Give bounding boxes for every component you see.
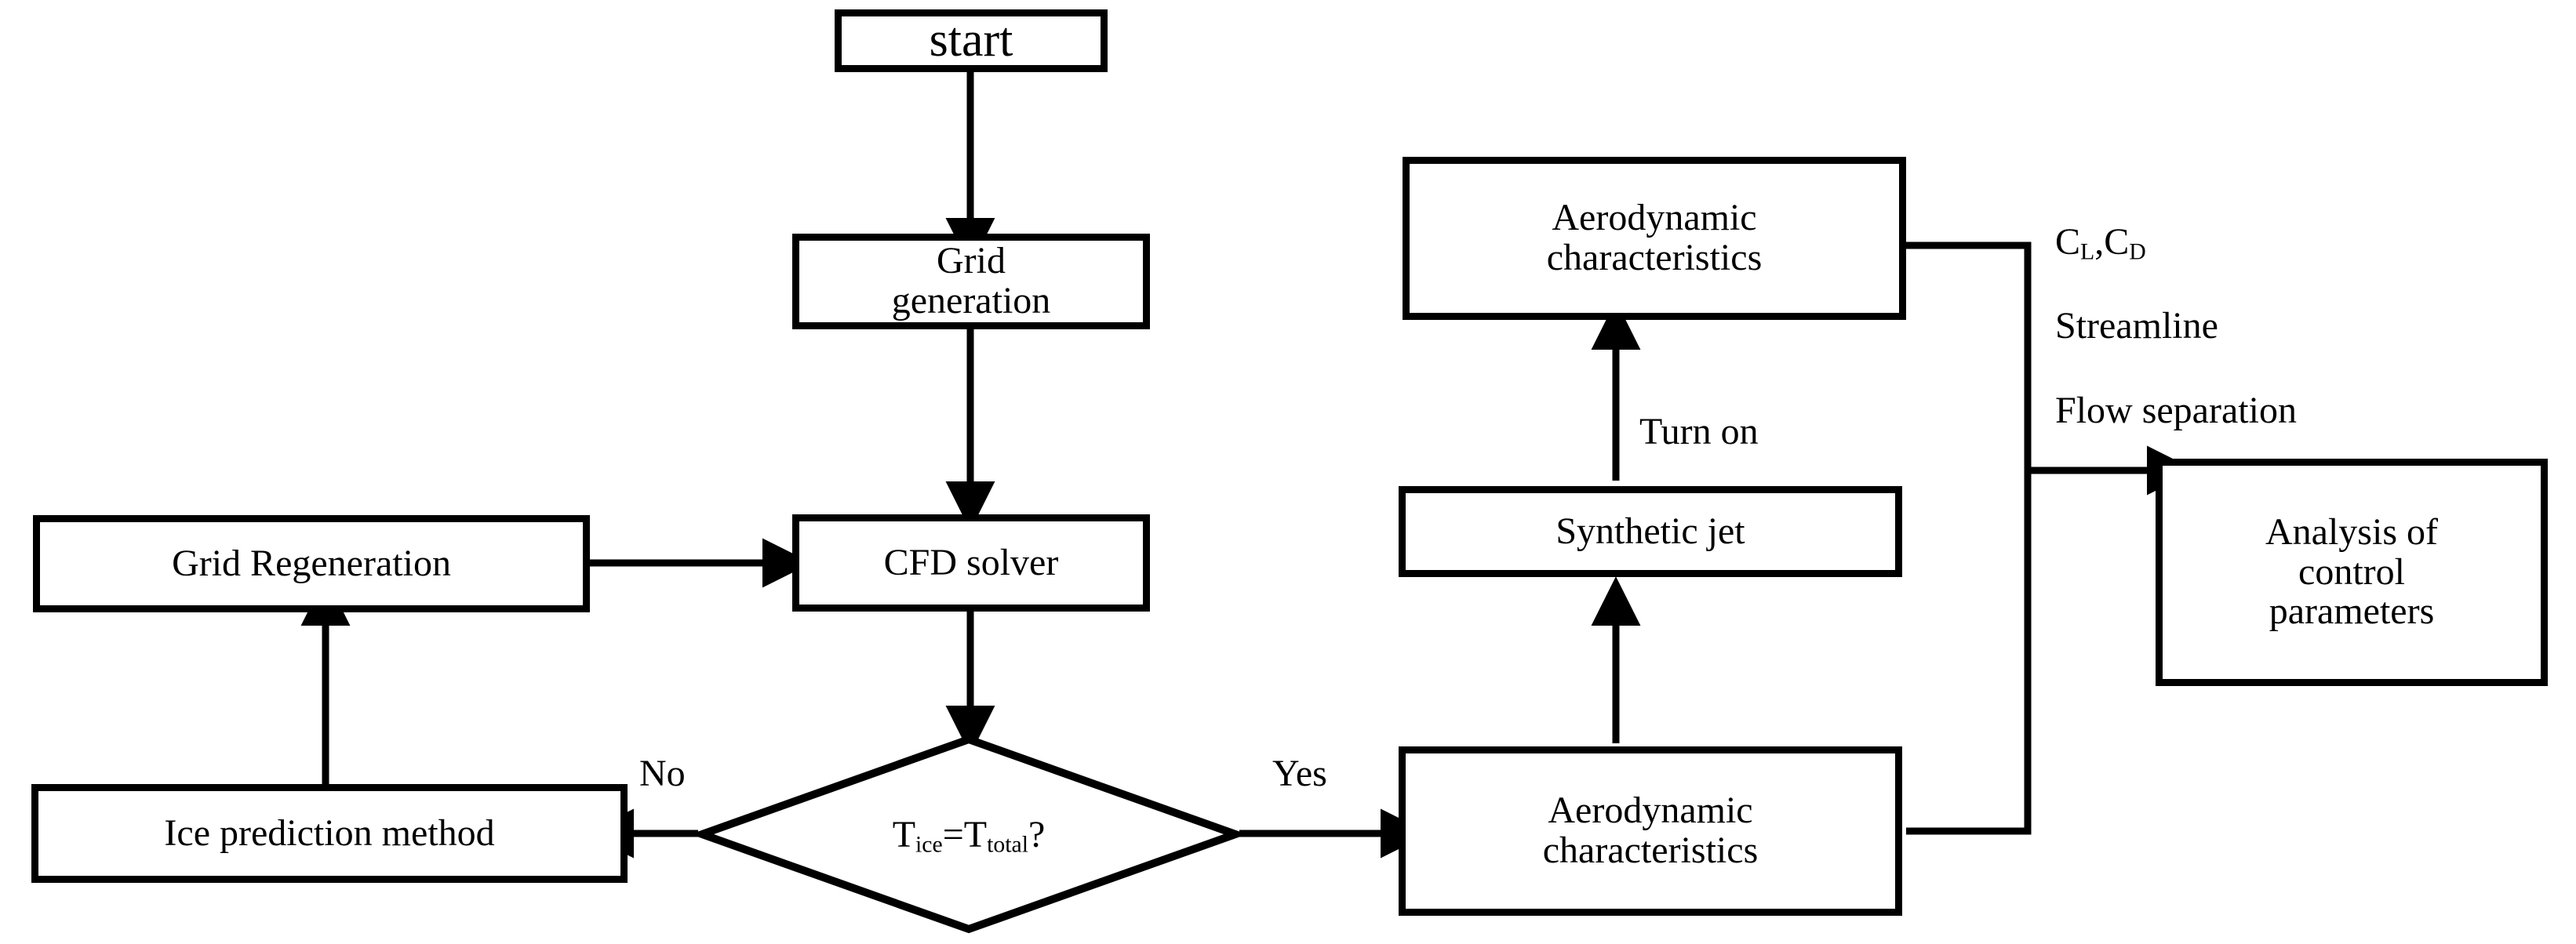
node-grid-generation-label: Grid generation [891,240,1051,321]
edge-label-yes: Yes [1272,753,1327,794]
node-decision-label: Tice=Ttotal? [698,735,1239,933]
annotation-line-streamline: Streamline [2055,305,2218,347]
decision-label-mid: =T [942,813,988,855]
node-synthetic-jet[interactable]: Synthetic jet [1399,486,1902,577]
edge-label-no: No [639,753,686,794]
node-cfd-solver-label: CFD solver [883,541,1059,583]
node-grid-regeneration-label: Grid Regeneration [172,542,451,584]
node-analysis-of-control-parameters-label: Analysis of control parameters [2265,510,2438,633]
node-grid-regeneration[interactable]: Grid Regeneration [33,515,590,612]
decision-diamond-shape [690,735,1247,934]
node-grid-generation[interactable]: Grid generation [792,234,1150,329]
node-ice-prediction-method-label: Ice prediction method [164,811,495,854]
node-decision-temperature[interactable]: Tice=Ttotal? [690,735,1247,934]
node-aerodynamic-characteristics-bottom[interactable]: Aerodynamic characteristics [1399,746,1902,916]
annotation-aerodynamic-outputs: CL,CD Streamline Flow separation [2055,179,2297,474]
node-start-label: start [929,13,1013,67]
node-ice-prediction-method[interactable]: Ice prediction method [31,784,628,883]
node-aerodynamic-characteristics-top-label: Aerodynamic characteristics [1546,197,1763,278]
node-aerodynamic-characteristics-bottom-label: Aerodynamic characteristics [1542,790,1759,871]
node-cfd-solver[interactable]: CFD solver [792,514,1150,612]
decision-label-sub-total: total [987,831,1028,858]
edge-aero-top-to-bus [1906,241,2032,470]
annotation-cl-sub: L [2080,238,2095,265]
node-start[interactable]: start [835,9,1108,72]
annotation-cd-sub: D [2129,238,2146,265]
node-synthetic-jet-label: Synthetic jet [1555,510,1745,552]
decision-label-suffix: ? [1028,813,1046,855]
node-aerodynamic-characteristics-top[interactable]: Aerodynamic characteristics [1403,157,1906,320]
annotation-line-flow-separation: Flow separation [2055,389,2297,431]
annotation-line-coefficients: CL,CD [2055,221,2297,263]
edge-label-turn-on: Turn on [1639,411,1759,452]
annotation-cl-prefix: C [2055,220,2081,263]
node-analysis-of-control-parameters[interactable]: Analysis of control parameters [2156,459,2548,686]
decision-label-sub-ice: ice [915,831,943,858]
annotation-cd-mid: ,C [2094,220,2130,263]
edge-aero-bottom-to-bus [1906,470,2032,835]
decision-label-prefix: T [892,813,916,855]
